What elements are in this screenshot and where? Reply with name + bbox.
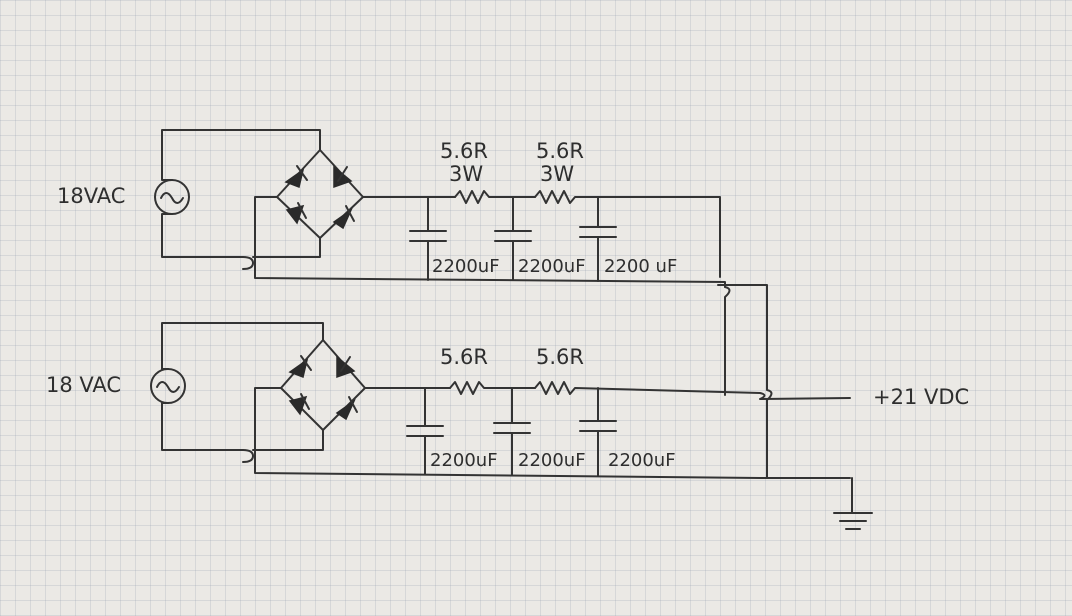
top-capacitor-1 <box>409 196 447 281</box>
top-source-label: 18VAC <box>57 184 125 208</box>
bottom-capacitor-1 <box>406 387 444 475</box>
top-capacitor-2 <box>494 196 532 281</box>
top-c1-label: 2200uF <box>432 256 500 277</box>
top-c3-label: 2200 uF <box>604 256 677 277</box>
top-capacitor-3 <box>579 196 617 282</box>
ground-return-wire <box>717 284 773 479</box>
top-c2-label: 2200uF <box>518 256 586 277</box>
ground-icon <box>833 477 873 530</box>
bottom-c2-label: 2200uF <box>518 450 586 471</box>
bottom-source-label: 18 VAC <box>46 373 121 397</box>
top-r2-value: 5.6R <box>536 139 584 163</box>
bottom-r1-value: 5.6R <box>440 345 488 369</box>
ac-source-icon <box>150 368 186 404</box>
bottom-resistor-2 <box>534 381 851 400</box>
bottom-resistor-1 <box>449 381 536 395</box>
bottom-stage <box>150 322 851 479</box>
bottom-capacitor-3 <box>579 387 617 477</box>
bottom-c1-label: 2200uF <box>430 450 498 471</box>
top-bridge-rectifier <box>276 149 364 239</box>
bottom-capacitor-2 <box>493 387 531 476</box>
bottom-c3-label: 2200uF <box>608 450 676 471</box>
ac-source-icon <box>154 179 190 215</box>
bottom-bridge-rectifier <box>280 339 366 431</box>
top-r1-value: 5.6R <box>440 139 488 163</box>
top-r2-power: 3W <box>540 162 574 186</box>
top-source-wire-lower <box>161 213 244 258</box>
top-stage <box>154 129 726 288</box>
top-r1-power: 3W <box>449 162 483 186</box>
output-voltage-label: +21 VDC <box>873 385 969 409</box>
jumper-wire <box>724 286 731 396</box>
bottom-r2-value: 5.6R <box>536 345 584 369</box>
top-source-wire-upper <box>161 129 321 181</box>
top-resistor-1 <box>454 190 536 204</box>
top-resistor-2 <box>534 190 721 278</box>
